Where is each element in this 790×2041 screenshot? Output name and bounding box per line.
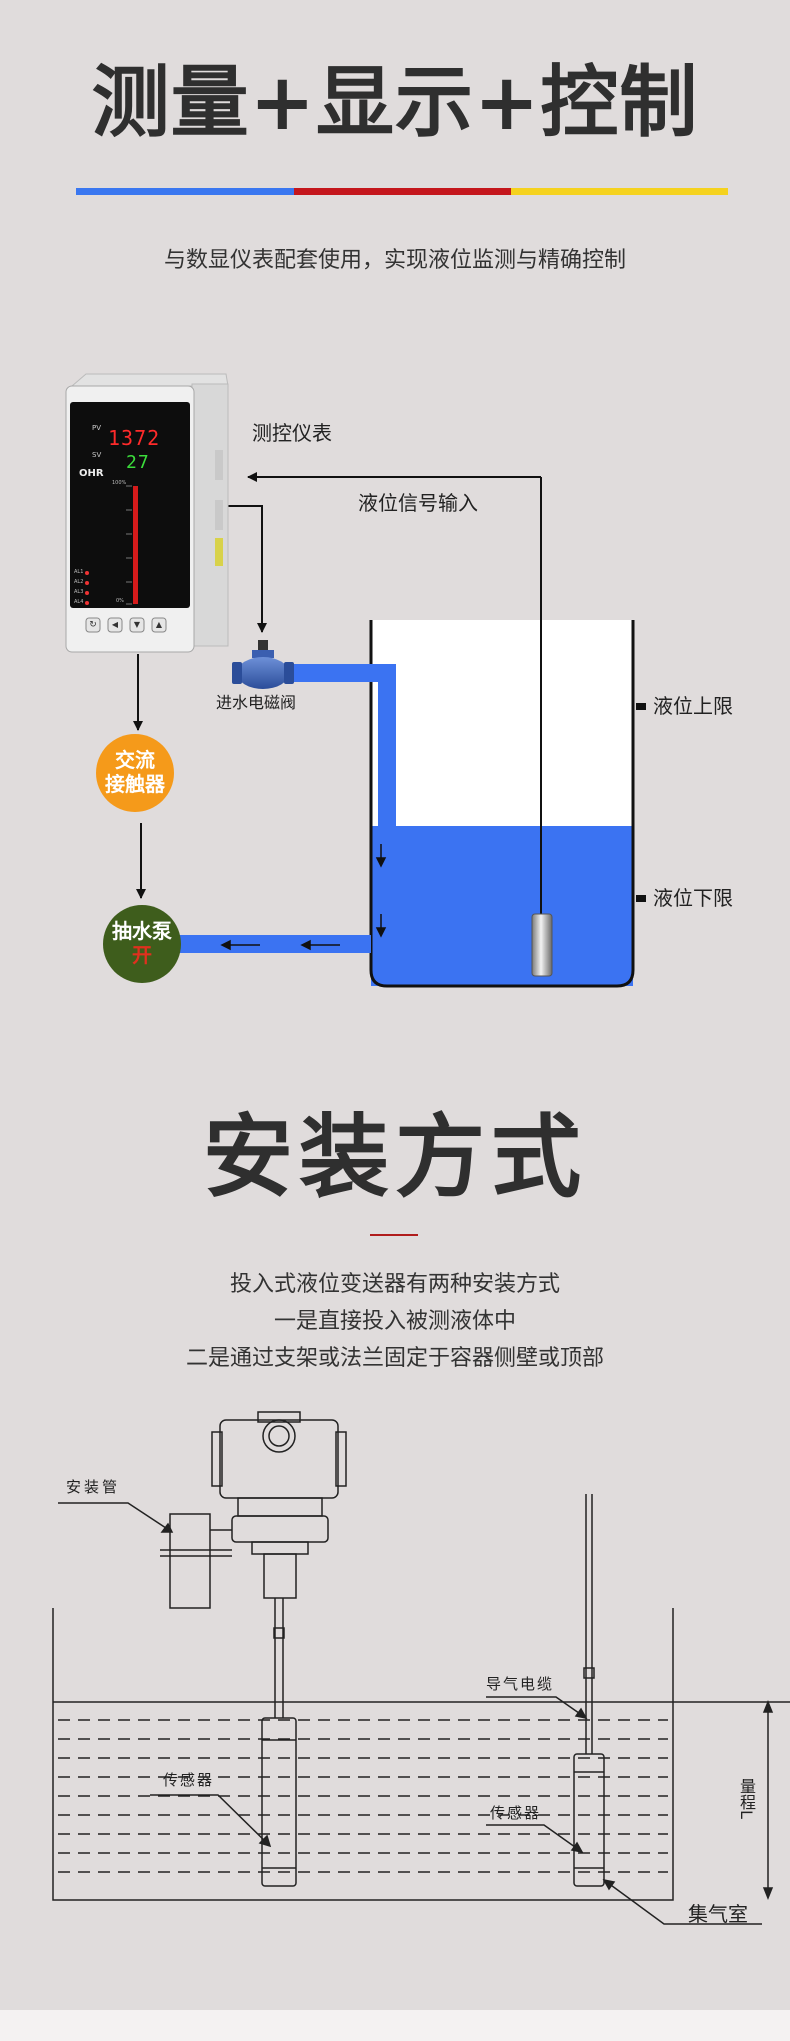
- probe-icon: [531, 913, 553, 977]
- section2-desc-line-3: 二是通过支架或法兰固定于容器侧壁或顶部: [185, 1346, 604, 1371]
- up-arrow-icon: ▲: [155, 620, 163, 629]
- label-sensor-right: 传感器: [490, 1804, 542, 1822]
- contactor-line2: 接触器: [105, 772, 165, 796]
- label-range: 量程L: [737, 1778, 756, 1819]
- meter-scale-bottom: 0%: [116, 598, 124, 604]
- control-diagram: [65, 373, 646, 988]
- label-instrument: 测控仪表: [252, 421, 332, 445]
- pump-node: 抽水泵 开: [103, 905, 181, 983]
- left-sensor-icon: [261, 1717, 297, 1887]
- left-arrow-icon: ◀: [111, 620, 119, 629]
- label-lower-limit: 液位下限: [653, 886, 733, 910]
- section1-title: 测量+显示+控制: [91, 58, 699, 148]
- set-icon: ↻: [89, 620, 97, 630]
- section2-desc-line-1: 投入式液位变送器有两种安装方式: [229, 1272, 560, 1297]
- leader-lines: [58, 1502, 762, 1925]
- down-arrow-icon: ▼: [133, 620, 141, 629]
- container-outline: [52, 1608, 674, 1901]
- right-cable-icon: [583, 1494, 595, 1754]
- contactor-node: 交流 接触器: [96, 734, 174, 812]
- install-pipe-icon: [160, 1513, 232, 1609]
- right-sensor-icon: [573, 1753, 605, 1887]
- meter-pv-value: 1372: [108, 426, 161, 450]
- label-upper-limit: 液位上限: [653, 694, 733, 718]
- transmitter-housing-icon: [211, 1411, 347, 1718]
- label-install-pipe: 安装管: [66, 1478, 121, 1496]
- color-bar-yellow: [511, 188, 728, 195]
- meter-icon: [65, 373, 229, 653]
- liquid-dashes: [58, 1719, 668, 1873]
- label-air-chamber: 集气室: [688, 1902, 748, 1926]
- contactor-line1: 交流: [115, 748, 155, 772]
- color-bar-blue: [76, 188, 294, 195]
- label-air-cable: 导气电缆: [486, 1675, 555, 1693]
- section2-desc-line-2: 一是直接投入被测液体中: [273, 1309, 516, 1334]
- meter-pv-label: PV: [92, 424, 102, 432]
- meter-alarm-3: AL3: [74, 589, 84, 595]
- meter-alarm-4: AL4: [74, 599, 84, 605]
- inlet-pipe: [280, 664, 396, 826]
- label-inlet-valve: 进水电磁阀: [216, 693, 297, 712]
- meter-sv-value: 27: [126, 452, 150, 473]
- label-signal-input: 液位信号输入: [358, 491, 478, 515]
- pump-line2: 开: [132, 943, 152, 967]
- tank-water: [371, 826, 633, 986]
- pump-line1: 抽水泵: [112, 919, 172, 943]
- meter-alarm-2: AL2: [74, 579, 84, 585]
- meter-sv-label: SV: [92, 451, 102, 459]
- meter-alarm-1: AL1: [74, 569, 84, 575]
- range-dimension: [762, 1699, 774, 1901]
- tank-empty: [371, 620, 633, 826]
- color-bar-red: [294, 188, 511, 195]
- meter-scale-top: 100%: [112, 480, 127, 486]
- label-sensor-left: 传感器: [163, 1771, 215, 1789]
- meter-brand: OHR: [79, 468, 104, 479]
- section2-title: 安装方式: [203, 1105, 587, 1210]
- solenoid-valve-icon: [232, 640, 294, 689]
- tank-outline: [369, 620, 635, 988]
- section1-subtitle: 与数显仪表配套使用，实现液位监测与精确控制: [163, 248, 626, 273]
- lower-limit-mark: [636, 895, 646, 902]
- section2-divider: [370, 1234, 418, 1236]
- flow-arrows: [220, 844, 387, 951]
- upper-limit-mark: [636, 703, 646, 710]
